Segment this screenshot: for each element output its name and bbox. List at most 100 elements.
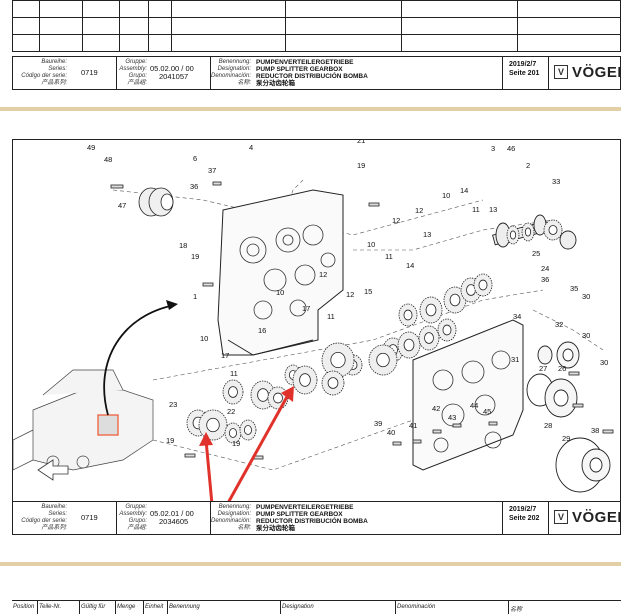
page-number: Seite 201: [509, 70, 540, 77]
callout-number: 6: [193, 154, 197, 163]
name-es: REDUCTOR DISTRIBUCIÓN BOMBA: [256, 518, 368, 525]
page-separator: [0, 107, 621, 111]
callout-number: 33: [552, 177, 560, 186]
callout-number: 11: [385, 252, 393, 261]
callout-number: 19: [166, 436, 174, 445]
callout-number: 4: [249, 143, 253, 152]
label-series-cn: 产品系列:: [41, 80, 67, 86]
callout-number: 15: [364, 287, 372, 296]
label-series-en: Series:: [48, 511, 67, 517]
callout-number: 23: [169, 400, 177, 409]
callout-number: 37: [208, 166, 216, 175]
gear-part: [292, 365, 318, 395]
parts-list-header: Position Teile-Nr. Gültig für Menge Einh…: [0, 600, 621, 616]
callout-number: 11: [327, 312, 335, 321]
callout-number: 14: [460, 186, 468, 195]
callout-number: 12: [415, 206, 423, 215]
label-name-es: Denominación:: [211, 73, 252, 79]
col-name-en: Designation: [281, 600, 396, 614]
label-group-cn: 产品组:: [127, 80, 147, 86]
callout-number: 10: [200, 334, 208, 343]
col-name-de: Benennung: [168, 600, 281, 614]
callout-number: 47: [118, 201, 126, 210]
callout-number: 1: [193, 292, 197, 301]
callout-number: 11: [230, 369, 238, 378]
label-series-de: Baureihe:: [41, 59, 67, 65]
callout-number: 24: [541, 264, 549, 273]
callout-number: 11: [472, 205, 480, 214]
callout-number: 14: [406, 261, 414, 270]
callout-number: 34: [513, 312, 521, 321]
col-quantity: Menge: [116, 600, 144, 614]
page-201: Baureihe:Series:Código der serie:产品系列: 0…: [0, 0, 621, 107]
group-value: 2034605: [159, 517, 189, 526]
gear-part: [398, 303, 418, 327]
gearbox-exploded-view: 4948477654201937362119346233101411131212…: [12, 123, 614, 516]
callout-number: 3: [491, 144, 495, 153]
callout-number: 13: [489, 205, 497, 214]
label-series-en: Series:: [48, 66, 67, 72]
gear-part: [473, 273, 493, 297]
col-position: Position: [12, 600, 38, 614]
callout-number: 44: [470, 401, 478, 410]
col-valid-for: Gültig für: [80, 600, 116, 614]
page-number: Seite 202: [509, 515, 540, 522]
col-name-cn: 名称: [509, 600, 621, 614]
series-value: 0719: [81, 513, 98, 522]
callout-number: 2: [526, 161, 530, 170]
label-name-es: Denominación:: [211, 518, 252, 524]
callout-number: 49: [87, 143, 95, 152]
logo-mark: V: [554, 65, 568, 79]
callout-number: 19: [232, 439, 240, 448]
callout-number: 29: [562, 434, 570, 443]
page-203: Position Teile-Nr. Gültig für Menge Einh…: [0, 566, 621, 616]
callout-number: 30: [582, 292, 590, 301]
callout-number: 16: [258, 326, 266, 335]
label-name-de: Benennung:: [218, 59, 251, 65]
callout-number: 42: [432, 404, 440, 413]
label-name-en: Designation:: [217, 66, 251, 72]
callout-number: 17: [302, 304, 310, 313]
group-value: 2041057: [159, 72, 189, 81]
callout-number: 41: [409, 421, 417, 430]
callout-number: 10: [367, 240, 375, 249]
name-cn: 泵分动齿轮箱: [256, 525, 295, 532]
label-group-de: Gruppe:: [125, 504, 147, 510]
label-name-cn: 名称:: [237, 80, 251, 86]
callout-number: 40: [387, 428, 395, 437]
name-de: PUMPENVERTEILERGETRIEBE: [256, 504, 354, 511]
gear-part: [521, 222, 535, 242]
series-value: 0719: [81, 68, 98, 77]
label-series-es: Código der serie:: [21, 518, 67, 524]
label-name-de: Benennung:: [218, 504, 251, 510]
voegele-logo: V VÖGELE: [550, 62, 621, 84]
callout-number: 26: [558, 364, 566, 373]
callout-number: 13: [423, 230, 431, 239]
gear-part: [418, 325, 440, 351]
gear-part: [543, 219, 563, 241]
callout-number: 22: [227, 407, 235, 416]
callout-number: 27: [539, 364, 547, 373]
page-separator: [0, 562, 621, 566]
col-unit: Einheit: [144, 600, 168, 614]
callout-number: 38: [591, 426, 599, 435]
parts-table-tail: [12, 0, 621, 52]
name-en: PUMP SPLITTER GEARBOX: [256, 511, 343, 518]
gear-part: [368, 344, 398, 376]
label-group-es: Grupo:: [128, 518, 147, 524]
label-assembly-en: Assembly:: [119, 511, 147, 517]
callout-number: 48: [104, 155, 112, 164]
name-de: PUMPENVERTEILERGETRIEBE: [256, 59, 354, 66]
gear-part: [321, 370, 345, 396]
label-series-de: Baureihe:: [41, 504, 67, 510]
callout-number: 28: [544, 421, 552, 430]
name-en: PUMP SPLITTER GEARBOX: [256, 66, 343, 73]
date: 2019/2/7: [509, 506, 537, 513]
exploded-drawing: 4948477654201937362119346233101411131212…: [12, 123, 621, 516]
assembly-value: 05.02.00 / 00: [150, 64, 194, 73]
title-block-2: Baureihe:Series:Código der serie:产品系列: 0…: [12, 501, 621, 535]
callout-number: 46: [507, 144, 515, 153]
label-name-en: Designation:: [217, 511, 251, 517]
callout-number: 10: [276, 288, 284, 297]
callout-number: 19: [191, 252, 199, 261]
